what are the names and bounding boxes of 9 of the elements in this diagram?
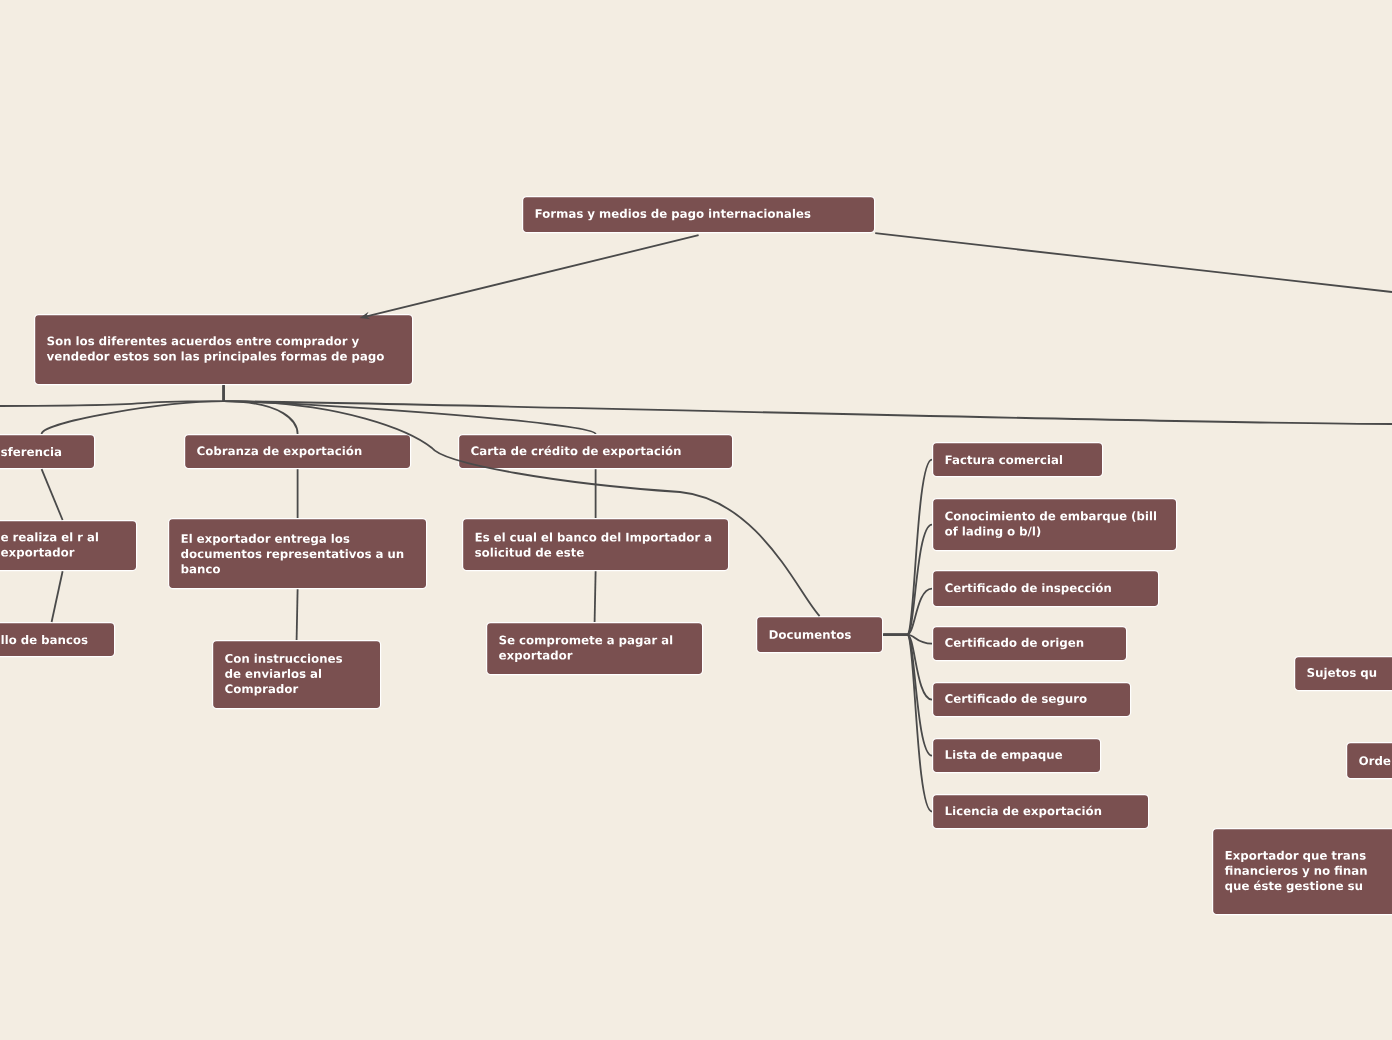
connector-line xyxy=(50,570,64,623)
connector-line xyxy=(296,468,299,519)
connector-line xyxy=(874,232,1392,293)
connector-line xyxy=(295,588,299,641)
connector-line xyxy=(594,468,597,519)
connector-line xyxy=(882,633,933,813)
connector-line xyxy=(40,468,64,521)
connector-line xyxy=(593,570,597,623)
connector-line xyxy=(0,384,225,407)
